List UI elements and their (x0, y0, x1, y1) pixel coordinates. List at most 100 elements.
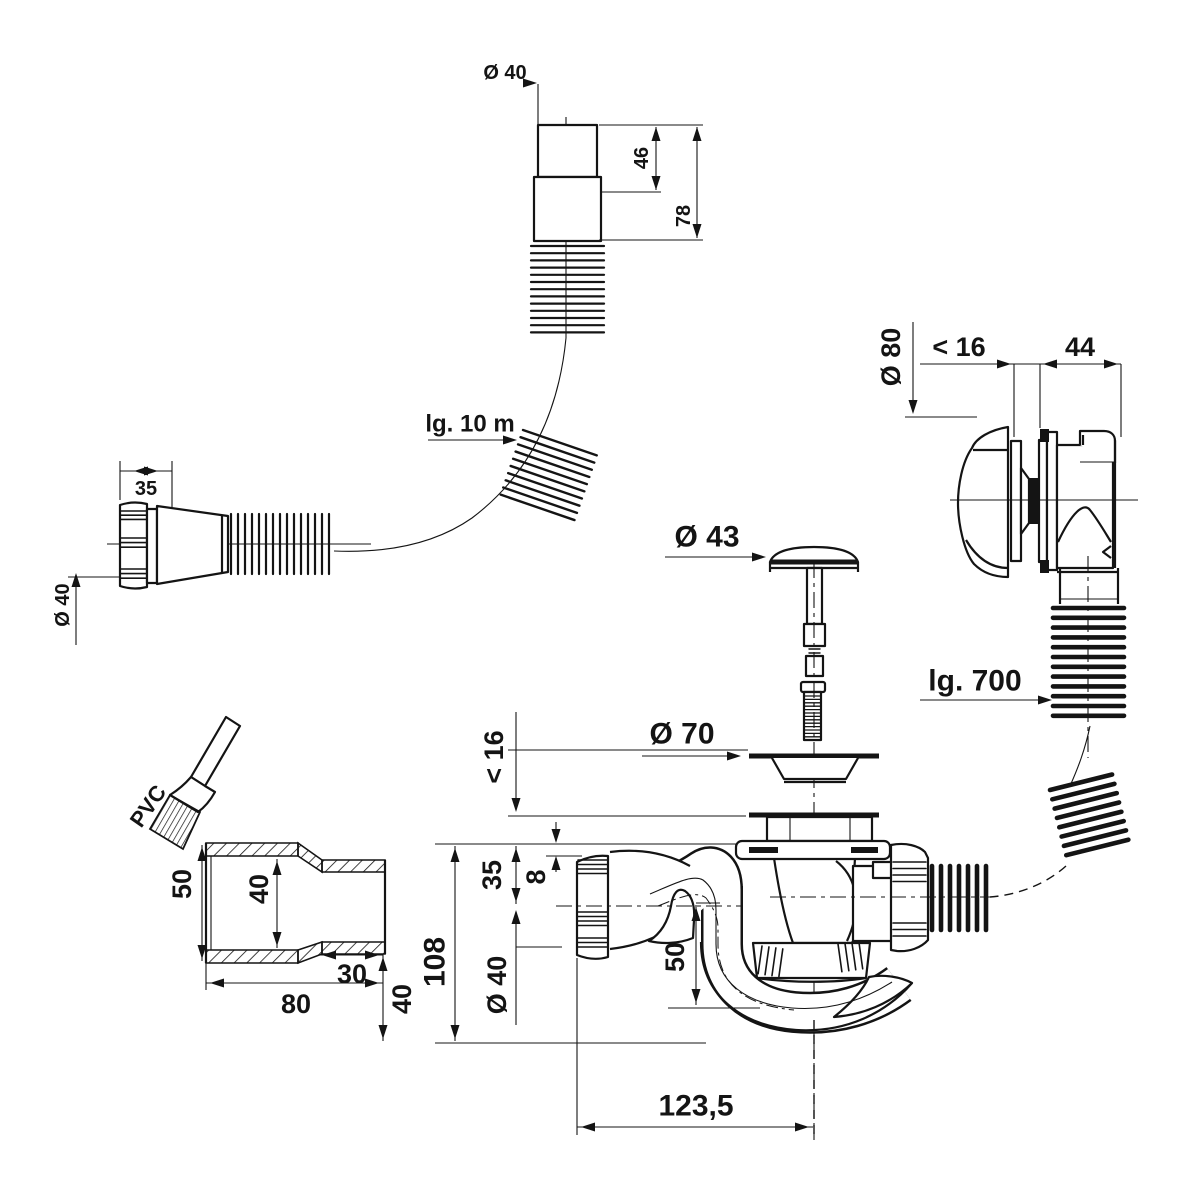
dim-plug-diameter: Ø 43 (674, 521, 739, 554)
arrowhead (908, 400, 918, 414)
nut-ribs (577, 859, 608, 875)
corrugation-ring (1061, 828, 1129, 849)
arrowhead (795, 1122, 809, 1132)
corrugation-ring (757, 945, 763, 975)
dim-trap-flange-height: 35 (477, 860, 507, 890)
arrowhead (1038, 695, 1052, 705)
dim-top-hose: Ø 40 46 78 lg. 10 m (425, 62, 703, 445)
nut-ribs (757, 945, 784, 978)
label-hose-length: lg. 10 m (425, 411, 514, 438)
dim-hose-total-length: 78 (673, 205, 695, 227)
dim-fitting-diameter: Ø 40 (52, 583, 74, 626)
dim-trap-total-height: 108 (419, 937, 452, 987)
dim-trap-gap: 8 (521, 869, 551, 884)
arrowhead (511, 798, 521, 812)
corrugation-ring (516, 443, 594, 471)
trap-inner-bend (647, 888, 696, 945)
trap-body (772, 856, 862, 945)
corrugation-ring (499, 493, 576, 522)
dim-overflow-diameter: Ø 80 (876, 328, 906, 387)
dim-trap-length: 123,5 (658, 1090, 733, 1123)
arrowhead (1104, 359, 1118, 369)
arrowhead (511, 910, 521, 924)
dim-overflow-wall: < 16 (932, 332, 985, 362)
nut-ribs (120, 568, 148, 579)
arrowhead (378, 957, 388, 971)
arrowhead (727, 751, 741, 761)
arrowhead (752, 552, 766, 562)
arrowhead (997, 359, 1011, 369)
corrugation-ring (771, 947, 777, 977)
nut-ribs (892, 861, 927, 883)
arrowhead (551, 856, 561, 870)
nut-ribs (837, 940, 864, 973)
dim-trap-outlet-diameter: Ø 40 (482, 956, 512, 1015)
corrugation-ring (1063, 837, 1131, 858)
dim-strainer-diameter: Ø 70 (649, 718, 714, 751)
corrugation-ring (521, 428, 598, 457)
arrowhead (551, 829, 561, 843)
dim-overflow-depth: 44 (1065, 332, 1095, 362)
arrowhead (210, 978, 224, 988)
corrugation-ring (502, 486, 579, 515)
strainer-screw (799, 680, 827, 742)
nut-ribs (577, 937, 608, 948)
arrowhead (144, 466, 158, 476)
hose-nut-fitting: 35 Ø 40 (52, 461, 371, 645)
dim-adapter-length: 80 (281, 989, 311, 1019)
overflow-dome-cap (956, 425, 1010, 579)
arrowhead (1043, 359, 1057, 369)
corrugation-ring (504, 479, 581, 507)
overflow-hose-corrugation-2 (1047, 772, 1131, 858)
trap-inlet-nut (575, 854, 610, 960)
dim-overflow: Ø 80 < 16 44 lg. 700 (876, 322, 1138, 705)
arrowhead (691, 989, 701, 1003)
dim-nut-width: 35 (135, 478, 157, 500)
hose-corrugation-mid (499, 428, 598, 522)
corrugation-ring (851, 941, 857, 971)
arrowhead (450, 1025, 460, 1039)
hose-curve-dashed (989, 865, 1067, 898)
hose-corrugation-left (229, 512, 331, 576)
arrowhead (272, 932, 282, 946)
hose-corrugation (529, 244, 606, 334)
corrugation-ring (778, 948, 784, 978)
arrowhead (511, 888, 521, 902)
arrowhead (523, 78, 537, 88)
corrugation-ring (511, 457, 589, 486)
nut-ribs (892, 922, 927, 937)
dim-plug-strainer: Ø 43 Ø 70 (642, 521, 766, 761)
corrugation-ring (857, 940, 864, 970)
overflow-outlet-assembly (956, 425, 1131, 898)
nut-ribs (120, 510, 148, 521)
arrowhead (450, 848, 460, 862)
dim-waste-trap: < 16 35 8 108 Ø 40 50 123,5 (419, 712, 815, 1140)
corrugation-ring (837, 943, 843, 973)
corrugation-ring (1059, 818, 1127, 839)
arrowhead (365, 978, 379, 988)
nut-ribs (577, 911, 608, 927)
arrowhead (692, 127, 702, 141)
screw-thread (804, 695, 821, 738)
dim-hose-diameter: Ø 40 (483, 62, 526, 84)
dim-hose-upper-length: 46 (631, 147, 653, 169)
trap-outlet-nut (889, 842, 930, 953)
dim-adapter-socket: 30 (337, 959, 367, 989)
waste-trap (435, 749, 992, 1044)
corrugation-ring (1054, 800, 1122, 821)
corrugation-ring (1047, 772, 1115, 793)
dim-adapter-inner: 40 (244, 874, 274, 904)
outlet-corrugation (929, 863, 989, 933)
overflow-hose-top-end (333, 117, 606, 552)
corrugation-ring (509, 464, 586, 493)
corrugation-ring (1050, 781, 1117, 802)
dim-adapter-spigot: 40 (387, 984, 417, 1014)
arrowhead (378, 1025, 388, 1039)
corrugation-ring (1052, 790, 1120, 811)
corrugation-ring (506, 471, 584, 500)
arrowhead (651, 176, 661, 190)
arrowhead (581, 1122, 595, 1132)
hose-curve (333, 337, 567, 552)
